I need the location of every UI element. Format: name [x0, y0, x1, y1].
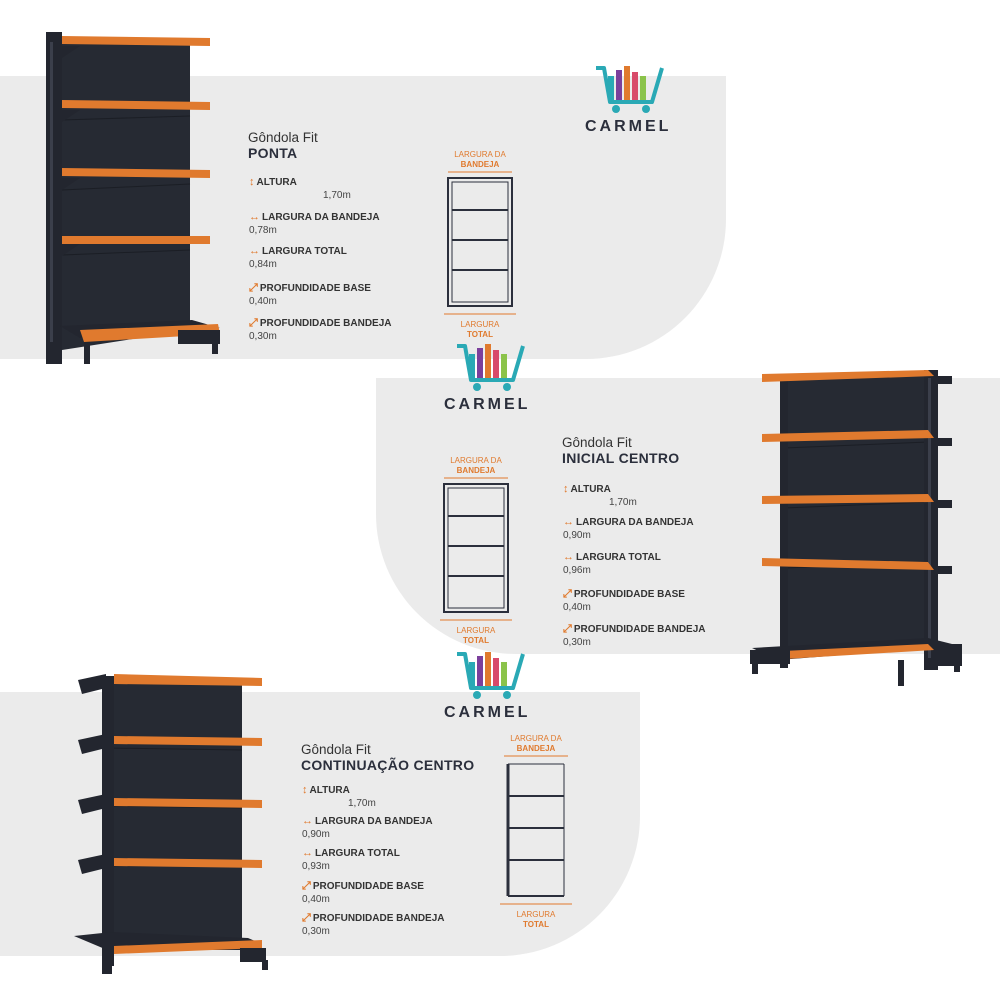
- shelf-front-diagram: [440, 477, 512, 621]
- shelf-front-diagram: [500, 755, 572, 905]
- spec-profundidade-base: ⤢PROFUNDIDADE BASE 0,40m: [302, 880, 424, 905]
- spec-altura: ↕ALTURA 1,70m: [302, 784, 376, 809]
- spec-profundidade-bandeja: ⤢PROFUNDIDADE BANDEJA 0,30m: [302, 912, 445, 937]
- diagonal-arrow-icon: ⤢: [563, 588, 572, 600]
- product-subtitle: Gôndola Fit: [301, 742, 371, 757]
- gondola-inicial-centro-image: [750, 370, 962, 686]
- brand-logo-text: CARMEL: [444, 396, 531, 413]
- brand-logo-text: CARMEL: [444, 704, 531, 721]
- spec-largura-total: ↔LARGURA TOTAL 0,84m: [249, 245, 347, 270]
- spec-largura-total: ↔LARGURA TOTAL 0,96m: [563, 551, 661, 576]
- spec-altura: ↕ALTURA 1,70m: [563, 483, 637, 508]
- product-title: PONTA: [248, 145, 298, 161]
- carmel-cart-icon: [457, 652, 525, 699]
- diagonal-arrow-icon: ⤢: [302, 880, 311, 892]
- diagonal-arrow-icon: ⤢: [563, 623, 572, 635]
- vertical-arrow-icon: ↕: [249, 176, 255, 188]
- spec-largura-bandeja: ↔LARGURA DA BANDEJA 0,90m: [563, 516, 694, 541]
- carmel-cart-icon: [596, 66, 664, 113]
- spec-largura-bandeja: ↔LARGURA DA BANDEJA 0,90m: [302, 815, 433, 840]
- spec-profundidade-bandeja: ⤢PROFUNDIDADE BANDEJA 0,30m: [563, 623, 706, 648]
- spec-largura-total: ↔LARGURA TOTAL 0,93m: [302, 847, 400, 872]
- horizontal-arrow-icon: ↔: [249, 211, 260, 223]
- horizontal-arrow-icon: ↔: [302, 815, 313, 827]
- spec-altura: ↕ALTURA 1,70m: [249, 176, 351, 201]
- diagonal-arrow-icon: ⤢: [249, 282, 258, 294]
- gondola-continuacao-centro-image: [74, 674, 268, 974]
- brand-logo-text: CARMEL: [585, 118, 672, 135]
- horizontal-arrow-icon: ↔: [302, 847, 313, 859]
- horizontal-arrow-icon: ↔: [249, 245, 260, 257]
- spec-profundidade-base: ⤢PROFUNDIDADE BASE 0,40m: [249, 282, 371, 307]
- spec-profundidade-base: ⤢PROFUNDIDADE BASE 0,40m: [563, 588, 685, 613]
- vertical-arrow-icon: ↕: [563, 483, 569, 495]
- product-title: CONTINUAÇÃO CENTRO: [301, 757, 475, 773]
- horizontal-arrow-icon: ↔: [563, 516, 574, 528]
- gondola-ponta-image: [46, 32, 220, 364]
- product-title: INICIAL CENTRO: [562, 450, 680, 466]
- product-subtitle: Gôndola Fit: [562, 435, 632, 450]
- shelf-front-diagram: [444, 171, 516, 315]
- product-subtitle: Gôndola Fit: [248, 130, 318, 145]
- diagonal-arrow-icon: ⤢: [249, 317, 258, 329]
- spec-largura-bandeja: ↔LARGURA DA BANDEJA 0,78m: [249, 211, 380, 236]
- vertical-arrow-icon: ↕: [302, 784, 308, 796]
- carmel-cart-icon: [457, 344, 525, 391]
- horizontal-arrow-icon: ↔: [563, 551, 574, 563]
- diagonal-arrow-icon: ⤢: [302, 912, 311, 924]
- spec-profundidade-bandeja: ⤢PROFUNDIDADE BANDEJA 0,30m: [249, 317, 392, 342]
